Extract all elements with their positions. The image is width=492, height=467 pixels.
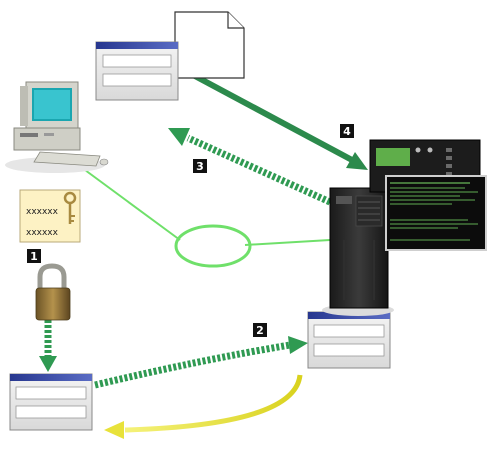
login-window-bottom-left	[9, 373, 93, 431]
step-marker-1: 1	[27, 249, 41, 263]
network-connection	[84, 169, 331, 268]
network-ring	[174, 224, 252, 268]
padlock-icon	[35, 263, 71, 321]
terminal-screen-icon	[385, 175, 487, 251]
svg-text:3: 3	[196, 160, 204, 173]
login-window-top	[95, 41, 179, 101]
server-tower-icon	[322, 187, 394, 316]
credential-card: xxxxxx xxxxxx	[19, 189, 81, 243]
step-marker-2: 2	[253, 323, 267, 337]
arrow-3-dashed	[168, 128, 332, 206]
svg-text:1: 1	[30, 250, 38, 263]
arrow-2-dashed	[94, 336, 308, 389]
arrow-1-dashed	[39, 320, 57, 372]
return-arrow-yellow	[104, 374, 303, 439]
desktop-computer-icon	[5, 81, 109, 173]
step-marker-3: 3	[193, 159, 207, 173]
key-icon	[63, 191, 77, 224]
login-window-right	[307, 311, 391, 369]
step-marker-4: 4	[340, 124, 354, 138]
arrow-4-solid	[178, 65, 368, 170]
svg-text:2: 2	[256, 324, 264, 337]
credential-line-2: xxxxxx	[26, 228, 59, 238]
svg-text:4: 4	[343, 125, 351, 138]
credential-line-1: xxxxxx	[26, 207, 59, 217]
document-icon	[174, 11, 245, 79]
